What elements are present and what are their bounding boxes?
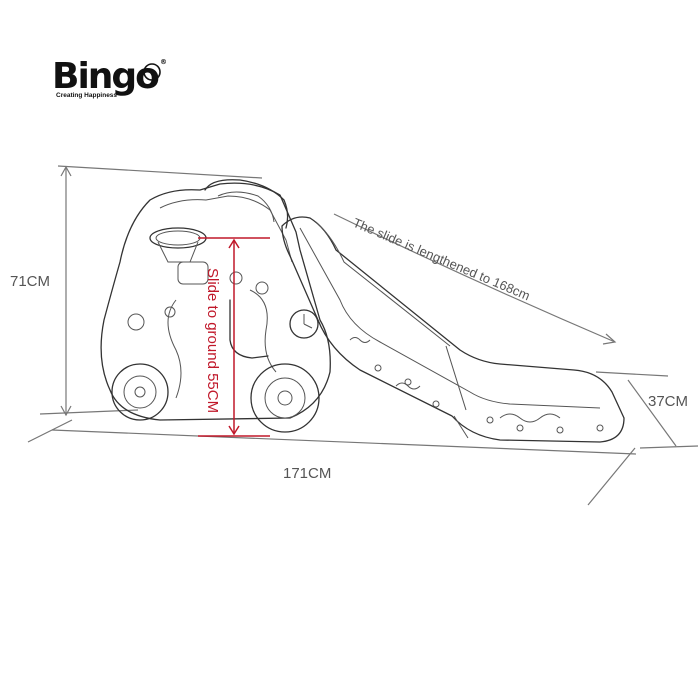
marker-arrow-top — [228, 238, 240, 249]
width-dimension-line — [627, 379, 677, 447]
front-wheel-center — [277, 390, 293, 406]
body-inner-rim — [159, 195, 293, 263]
width-extension-bottom — [639, 445, 699, 449]
smiley-icon — [143, 63, 161, 81]
slide-arc-arrow — [602, 333, 617, 345]
rear-wheel-hub — [123, 375, 157, 409]
width-label: 37CM — [648, 393, 688, 410]
length-dimension-line — [51, 429, 637, 455]
clock-hands — [303, 314, 313, 329]
knob-3 — [164, 306, 176, 318]
bottom-extension-line — [39, 409, 139, 415]
slide-height-marker: Slide to ground 55CM — [198, 237, 270, 437]
slide-illustration — [100, 179, 625, 443]
slide-length-label: The slide is lengthened to 168cm — [351, 215, 532, 303]
knob-2 — [255, 281, 269, 295]
brand-tagline: Creating Happiness — [56, 92, 117, 99]
slide-chute — [281, 216, 625, 443]
knob-4 — [127, 313, 145, 331]
rear-wheel-center — [134, 386, 146, 398]
front-wheel — [250, 363, 320, 433]
body-outline — [100, 182, 331, 421]
clock-face — [289, 309, 319, 339]
front-wheel-hub — [264, 377, 306, 419]
width-extension-top — [595, 371, 669, 377]
registered-mark: ® — [160, 58, 167, 66]
top-extension-line — [57, 165, 263, 179]
interior-curve-left — [167, 299, 182, 399]
marker-arrow-bottom — [228, 425, 240, 436]
top-handle — [204, 179, 289, 229]
rear-wheel — [111, 363, 169, 421]
hoop-inner — [155, 230, 201, 246]
panel-box — [177, 261, 209, 285]
hoop-net — [157, 241, 199, 263]
interior-curve-right — [249, 289, 277, 373]
slide-joint — [445, 345, 467, 411]
slide-length-arc — [333, 213, 616, 343]
dimension-lines — [27, 165, 699, 506]
height-label: 71CM — [10, 273, 50, 290]
height-arrow-bottom — [60, 405, 72, 417]
slide-decorations — [349, 337, 604, 434]
length-label: 171CM — [283, 465, 331, 482]
brand-name: Bingo — [52, 56, 159, 97]
brand-logo: Bingo ® Creating Happiness — [52, 56, 167, 99]
left-tick — [27, 419, 73, 443]
knob-1 — [229, 271, 243, 285]
right-tick — [587, 447, 636, 506]
slide-joint-2 — [453, 415, 469, 439]
slide-to-ground-label: Slide to ground 55CM — [204, 268, 221, 413]
slide-rail-top — [315, 221, 451, 347]
interior-frame — [229, 299, 269, 359]
slide-inner-edge — [299, 227, 601, 409]
top-handle-inner — [217, 191, 275, 223]
